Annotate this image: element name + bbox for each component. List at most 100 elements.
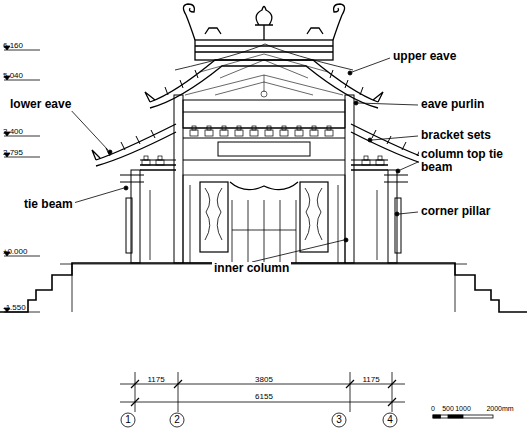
elevation-value: ±0.000 (3, 248, 27, 257)
lattice-doors (150, 175, 377, 263)
drawing-stroke (183, 100, 345, 128)
drawing-stroke (396, 169, 400, 173)
dimension-lines (120, 372, 405, 427)
scale-value: 500 (442, 405, 454, 413)
drawing-stroke (200, 182, 228, 252)
drawing-stroke (205, 188, 322, 240)
drawing-stroke (190, 130, 198, 136)
drawing-stroke (300, 182, 328, 252)
dimension-value: 3805 (255, 376, 273, 385)
drawing-stroke (325, 130, 333, 136)
drawing-stroke (195, 46, 333, 52)
drawing-stroke (388, 170, 397, 263)
drawing-stroke (265, 130, 273, 136)
corner-pillars (120, 170, 408, 263)
elevation-value: -1.550 (3, 304, 26, 313)
drawing-stroke (150, 66, 378, 108)
drawing-stroke (448, 415, 463, 418)
scale-value: 2000mm (486, 405, 513, 413)
drawing-stroke (395, 198, 401, 253)
drawing-stroke (332, 413, 346, 427)
drawing-stroke (120, 175, 408, 182)
drawing-stroke (362, 160, 370, 165)
drawing-stroke (348, 71, 352, 75)
drawing-stroke (174, 95, 183, 263)
drawing-stroke (175, 44, 353, 70)
drawing-stroke (399, 212, 418, 214)
drawing-stroke (135, 392, 392, 412)
part-label: lower eave (8, 98, 73, 111)
drawing-stroke (68, 107, 108, 150)
drawing-stroke (252, 240, 344, 262)
drawing-stroke (344, 238, 348, 242)
drawing-stroke (345, 95, 354, 263)
drawing-stroke (368, 138, 372, 142)
part-label: bracket sets (419, 129, 493, 142)
drawing-stroke (135, 372, 392, 410)
drawing-stroke (195, 40, 333, 60)
elevation-markers (4, 46, 40, 312)
drawing-stroke (156, 160, 164, 165)
drawing-stroke (333, 4, 345, 40)
bracket-sets (142, 126, 384, 165)
drawing-stroke (145, 92, 383, 102)
platform (0, 263, 527, 312)
elevation-value: 6.160 (3, 42, 23, 51)
part-label: eave purlin (419, 98, 486, 111)
drawing-stroke (230, 182, 298, 190)
lower-eave-roof (92, 124, 435, 170)
part-label: tie beam (22, 198, 75, 211)
dimension-value: 1175 (147, 376, 164, 385)
part-label: upper eave (391, 50, 458, 63)
drawing-stroke (378, 156, 382, 160)
drawing-stroke (205, 130, 213, 136)
drawing-stroke (295, 130, 303, 136)
axis-number: 4 (387, 414, 393, 425)
drawing-stroke (185, 75, 343, 95)
part-label: inner column (212, 262, 291, 275)
elevation-value: 3.400 (3, 128, 23, 137)
drawing-stroke (261, 91, 267, 97)
drawing-stroke (106, 130, 421, 156)
upper-structure (140, 100, 388, 160)
drawing-stroke (158, 156, 162, 160)
drawing-stroke (170, 413, 184, 427)
drawing-stroke (140, 165, 388, 170)
drawing-stroke (220, 130, 228, 136)
part-label: column top tie beam (419, 148, 505, 174)
axis-number: 2 (174, 414, 180, 425)
scale-value: 0 (431, 405, 435, 413)
drawing-stroke (70, 188, 124, 204)
drawing-stroke (364, 156, 368, 160)
drawing-stroke (235, 130, 243, 136)
drawing-stroke (250, 130, 258, 136)
axis-number: 1 (125, 414, 131, 425)
leader-lines (68, 58, 418, 262)
drawing-stroke (72, 263, 455, 312)
drawing-stroke (376, 160, 384, 165)
drawing-stroke (183, 4, 195, 40)
drawing-stroke (183, 112, 345, 128)
drawing-stroke (354, 101, 358, 105)
drawing-stroke (395, 212, 399, 216)
drawing-stroke (372, 136, 418, 140)
drawing-stroke (310, 130, 318, 136)
drawing-stroke (0, 263, 527, 312)
scale-value: 1000 (455, 405, 471, 413)
drawing-stroke (120, 384, 405, 402)
drawing-stroke (205, 28, 323, 34)
elevation-value: 2.795 (3, 149, 23, 158)
drawing-stroke (121, 413, 135, 427)
axis-number: 3 (336, 414, 342, 425)
drawing-stroke (383, 413, 397, 427)
scale-bar (433, 415, 493, 418)
drawing-stroke (200, 54, 328, 78)
drawing-stroke (400, 162, 418, 170)
dimension-value: 6155 (255, 393, 273, 402)
drawing-stroke (358, 103, 418, 105)
drawing-stroke (433, 415, 493, 418)
elevation-value: 5.040 (3, 72, 23, 81)
drawing-stroke (126, 198, 132, 253)
drawing-stroke (142, 160, 150, 165)
